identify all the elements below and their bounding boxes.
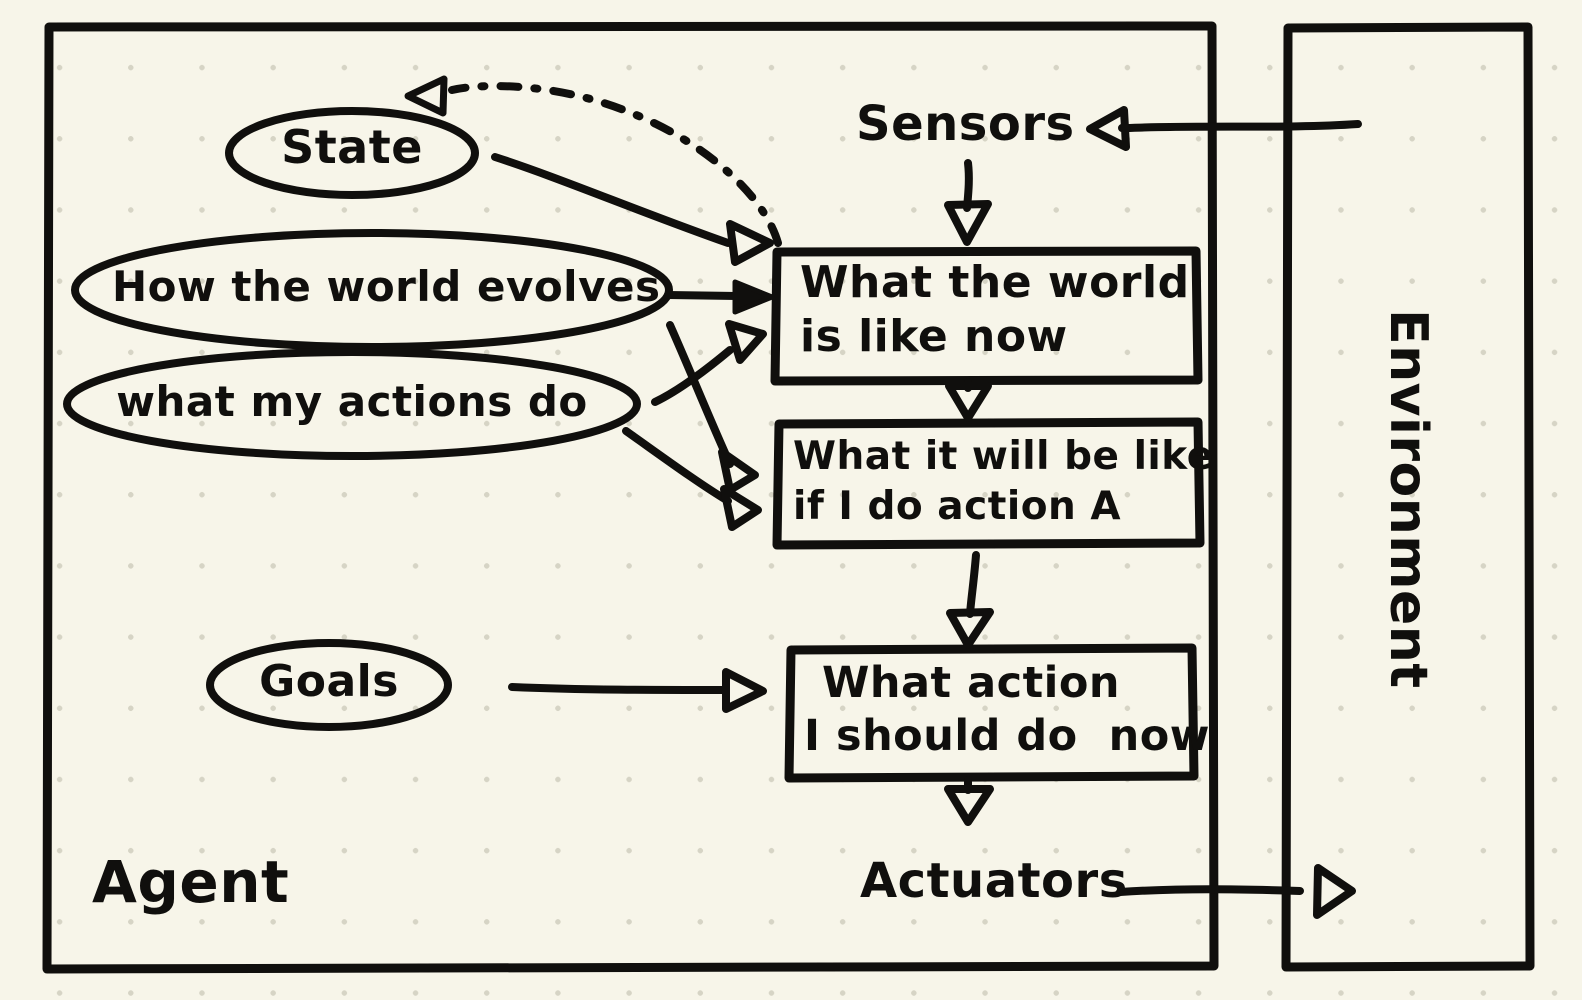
goals-to-choose-line — [508, 683, 726, 694]
choose-action-box — [784, 643, 1199, 783]
agent-frame — [42, 21, 1219, 974]
sensors-label: Sensors — [856, 96, 1075, 152]
actions-do-to-world-now-arrowhead — [725, 320, 767, 364]
sensors-to-world-now-arrowhead — [944, 200, 992, 246]
how-world-evolves-label: How the world evolves — [112, 262, 661, 311]
actuators-to-environment-arrowhead — [1313, 864, 1356, 919]
world-now-to-state-dashed-line — [448, 82, 782, 247]
how-evolves-to-predict-line — [666, 321, 734, 468]
world-now-label-line2: is like now — [800, 311, 1068, 362]
state-to-world-now-arrowhead — [726, 220, 774, 266]
how-world-evolves-ellipse — [71, 229, 673, 351]
actions-do-to-predict-arrowhead — [720, 485, 762, 531]
environment-frame — [1281, 22, 1535, 972]
how-evolves-to-predict-arrowhead — [718, 448, 759, 494]
goals-label: Goals — [259, 656, 399, 707]
world-now-label-line1: What the world — [800, 257, 1190, 308]
goals-ellipse — [206, 639, 452, 731]
choose-action-label-line1: What action — [822, 658, 1121, 708]
agent-frame-label: Agent — [92, 848, 290, 916]
how-evolves-to-world-now-arrowhead — [732, 279, 775, 315]
predict-action-label-line1: What it will be like — [793, 434, 1214, 479]
world-now-box — [770, 246, 1203, 386]
world-now-to-state-arrowhead — [404, 75, 448, 117]
choose-to-actuators-arrowhead — [944, 785, 994, 826]
goals-to-choose-arrowhead — [722, 668, 767, 713]
what-my-actions-do-ellipse — [63, 348, 641, 460]
how-evolves-to-world-now-line — [664, 291, 741, 300]
predict-action-box — [772, 417, 1205, 550]
state-label: State — [281, 120, 423, 174]
predict-to-choose-arrowhead — [946, 608, 994, 649]
state-to-world-now-line — [491, 153, 732, 247]
predict-to-choose-line — [966, 551, 980, 618]
actuators-label: Actuators — [860, 853, 1128, 909]
state-ellipse — [225, 107, 479, 199]
predict-action-label-line2: if I do action A — [793, 484, 1122, 529]
actuators-to-environment-line — [1116, 885, 1304, 896]
environment-to-sensors-arrowhead — [1086, 106, 1130, 151]
environment-frame-label: Environment — [1378, 309, 1439, 689]
environment-to-sensors-line — [1118, 120, 1362, 132]
choose-action-label-line2: I should do now — [804, 711, 1210, 761]
what-my-actions-do-label: what my actions do — [116, 377, 588, 426]
actions-do-to-predict-line — [622, 427, 732, 505]
world-now-to-predict-arrowhead — [945, 382, 992, 422]
